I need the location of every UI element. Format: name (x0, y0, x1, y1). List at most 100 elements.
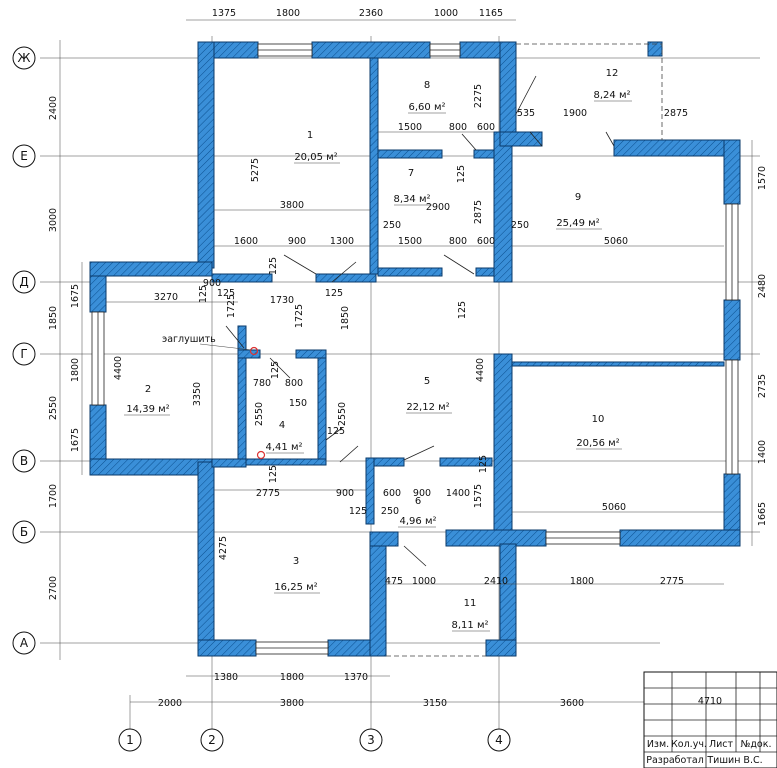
room-area: 6,60 м² (409, 102, 446, 113)
room-area: 20,05 м² (294, 152, 337, 163)
dim-interior: 1300 (330, 236, 354, 247)
walls (89, 41, 741, 657)
dim-interior: 800 (285, 378, 303, 389)
dim-right: 2480 (757, 274, 768, 298)
dim-interior: 800 (449, 122, 467, 133)
room-labels: 1 20,05 м² 2 14,39 м² 3 16,25 м² 4 4,41 … (124, 68, 632, 632)
room-number: 2 (145, 384, 151, 395)
axis-row-label: А (20, 636, 29, 650)
dim-interior: 475 (385, 576, 403, 587)
top-dimensions: 1375 1800 2360 1000 1165 (212, 8, 503, 19)
dim-interior: 4400 (113, 356, 124, 380)
dim-left: 1850 (48, 306, 59, 330)
dim-left: 3000 (48, 208, 59, 232)
dim-right: 2735 (757, 374, 768, 398)
title-block-cell: Разработал (646, 755, 704, 766)
room-number: 9 (575, 192, 581, 203)
dim-right: 1400 (757, 440, 768, 464)
dim-left: 1700 (48, 484, 59, 508)
dim-interior: 1000 (412, 576, 436, 587)
dim-interior: 2775 (660, 576, 684, 587)
dim-interior: 125 (268, 257, 279, 275)
room-area: 16,25 м² (274, 582, 317, 593)
dim-interior: 125 (349, 506, 367, 517)
axis-row-label: Г (20, 347, 27, 361)
plug-leader (199, 343, 253, 351)
dim-interior: 600 (383, 488, 401, 499)
room-3: 3 16,25 м² (274, 556, 320, 594)
dim-bottom-window: 1380 (214, 672, 238, 683)
dim-interior: 600 (477, 122, 495, 133)
dim-right: 1665 (757, 502, 768, 526)
dim-interior: 2550 (254, 402, 265, 426)
dim-left: 2700 (48, 576, 59, 600)
dim-interior: 1900 (563, 108, 587, 119)
dim-interior: 5060 (604, 236, 628, 247)
dim-left: 2550 (48, 396, 59, 420)
dim-interior: 1800 (570, 576, 594, 587)
interior-dimension-labels: 5275 3800 1600 900 1300 3270 1730 4400 3… (113, 84, 688, 587)
dim-interior: 900 (413, 488, 431, 499)
dim-top: 1800 (276, 8, 300, 19)
dim-top: 1165 (479, 8, 503, 19)
dim-interior: 535 (517, 108, 535, 119)
title-block: 4710 Изм. Кол.уч. Лист №док. Разработал … (643, 671, 777, 768)
axis-row-label: Е (20, 149, 28, 163)
dim-interior: 1500 (398, 236, 422, 247)
dim-interior: 1500 (398, 122, 422, 133)
dim-interior: 2875 (664, 108, 688, 119)
dim-interior: 780 (253, 378, 271, 389)
room-number: 5 (424, 376, 430, 387)
dim-interior: 2900 (426, 202, 450, 213)
room-number: 8 (424, 80, 430, 91)
dim-top: 2360 (359, 8, 383, 19)
dim-interior: 3800 (280, 200, 304, 211)
title-block-cell: Изм. (647, 739, 669, 750)
plug-markers (249, 346, 266, 460)
dim-interior: 250 (381, 506, 399, 517)
dim-bottom-axis: 3800 (280, 698, 304, 709)
dim-interior: 2875 (473, 200, 484, 224)
dim-interior: 2410 (484, 576, 508, 587)
dim-interior: 1575 (473, 484, 484, 508)
dim-interior: 4400 (475, 358, 486, 382)
dim-left-inner: 1675 (70, 428, 81, 452)
dimension-lines (59, 19, 753, 703)
room-area: 4,41 м² (266, 442, 303, 453)
dim-interior: 125 (327, 426, 345, 437)
dim-interior: 250 (511, 220, 529, 231)
title-block-cell: Лист (709, 739, 734, 750)
room-7: 7 8,34 м² (394, 168, 432, 206)
room-11: 11 8,11 м² (452, 598, 490, 632)
bottom-dimensions: 1380 1800 1370 2000 3800 3150 3600 (158, 672, 584, 709)
title-block-cell: Кол.уч. (671, 739, 707, 750)
dim-interior: 250 (383, 220, 401, 231)
dim-bottom-axis: 3150 (423, 698, 447, 709)
room-number: 6 (415, 496, 421, 507)
dim-bottom-axis: 3600 (560, 698, 584, 709)
room-area: 25,49 м² (556, 218, 599, 229)
title-block-cell: №док. (740, 739, 771, 750)
dim-interior: 600 (477, 236, 495, 247)
dim-interior: 150 (289, 398, 307, 409)
axis-row-label: Д (19, 275, 28, 289)
room-2: 2 14,39 м² (124, 384, 170, 416)
plug-note: эаглушить (162, 334, 216, 345)
dim-interior: 800 (449, 236, 467, 247)
dim-interior: 900 (336, 488, 354, 499)
interior-dimensions (106, 131, 724, 585)
room-area: 20,56 м² (576, 438, 619, 449)
dim-interior: 125 (270, 361, 281, 379)
dim-interior: 5275 (250, 158, 261, 182)
dim-interior: 4275 (218, 536, 229, 560)
dim-interior: 1730 (270, 295, 294, 306)
room-number: 3 (293, 556, 299, 567)
room-8: 8 6,60 м² (408, 80, 446, 114)
room-area: 8,24 м² (594, 90, 631, 101)
dim-right: 1570 (757, 166, 768, 190)
axis-row-label: Б (20, 525, 28, 539)
axis-col-label: 3 (367, 733, 375, 747)
room-number: 1 (307, 130, 313, 141)
axis-col-label: 2 (208, 733, 216, 747)
